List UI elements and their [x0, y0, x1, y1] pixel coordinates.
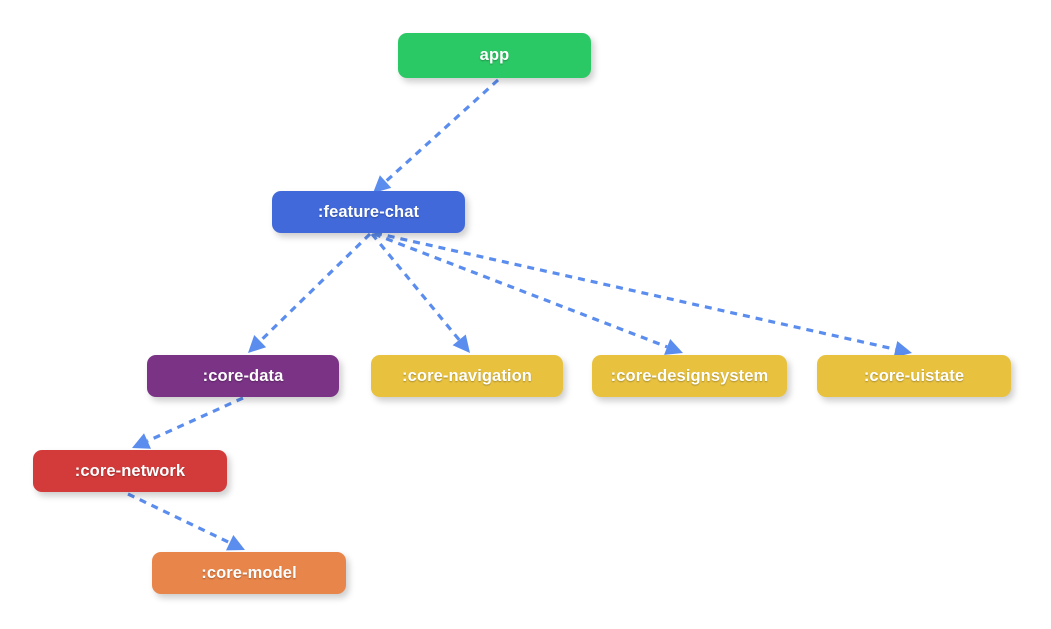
module-node-label: :core-network	[74, 461, 186, 480]
module-node-label: :feature-chat	[317, 202, 420, 221]
module-node-label: :core-designsystem	[610, 366, 769, 385]
module-node-label: :core-navigation	[402, 366, 532, 385]
edge-line	[373, 232, 668, 349]
module-node-core-model[interactable]: :core-model	[152, 552, 346, 594]
edge-line	[374, 231, 896, 351]
module-node-core-network[interactable]: :core-network	[33, 450, 227, 492]
edge-arrowhead-icon	[248, 335, 267, 353]
edge-arrowhead-icon	[132, 433, 151, 449]
module-node-label: :core-uistate	[863, 366, 965, 385]
module-node-core-uistate[interactable]: :core-uistate	[817, 355, 1011, 397]
module-node-core-navigation[interactable]: :core-navigation	[371, 355, 563, 397]
edge-line	[259, 232, 372, 343]
module-node-label: app	[479, 46, 510, 65]
dependency-edge-core-data-to-core-network	[132, 396, 244, 449]
dependency-edge-feature-chat-to-core-uistate	[374, 231, 912, 358]
dependency-edge-core-network-to-core-model	[127, 492, 245, 551]
dependency-edge-feature-chat-to-core-data	[248, 232, 372, 353]
edge-line	[384, 78, 500, 183]
module-node-label: :core-model	[201, 563, 297, 582]
edge-arrowhead-icon	[664, 338, 683, 355]
module-node-feature-chat[interactable]: :feature-chat	[272, 191, 465, 233]
dependency-edge-feature-chat-to-core-designsystem	[373, 232, 683, 355]
module-node-core-data[interactable]: :core-data	[147, 355, 339, 397]
module-node-core-designsystem[interactable]: :core-designsystem	[592, 355, 787, 397]
edge-arrowhead-icon	[225, 534, 245, 551]
edge-line	[127, 492, 231, 545]
dependency-edge-feature-chat-to-core-navigation	[370, 232, 470, 353]
module-node-app[interactable]: app	[398, 33, 591, 78]
edge-line	[146, 396, 244, 443]
module-node-label: :core-data	[202, 366, 284, 385]
dependency-edge-app-to-feature-chat	[373, 78, 500, 193]
edge-line	[370, 232, 461, 341]
edge-arrowhead-icon	[452, 334, 470, 353]
